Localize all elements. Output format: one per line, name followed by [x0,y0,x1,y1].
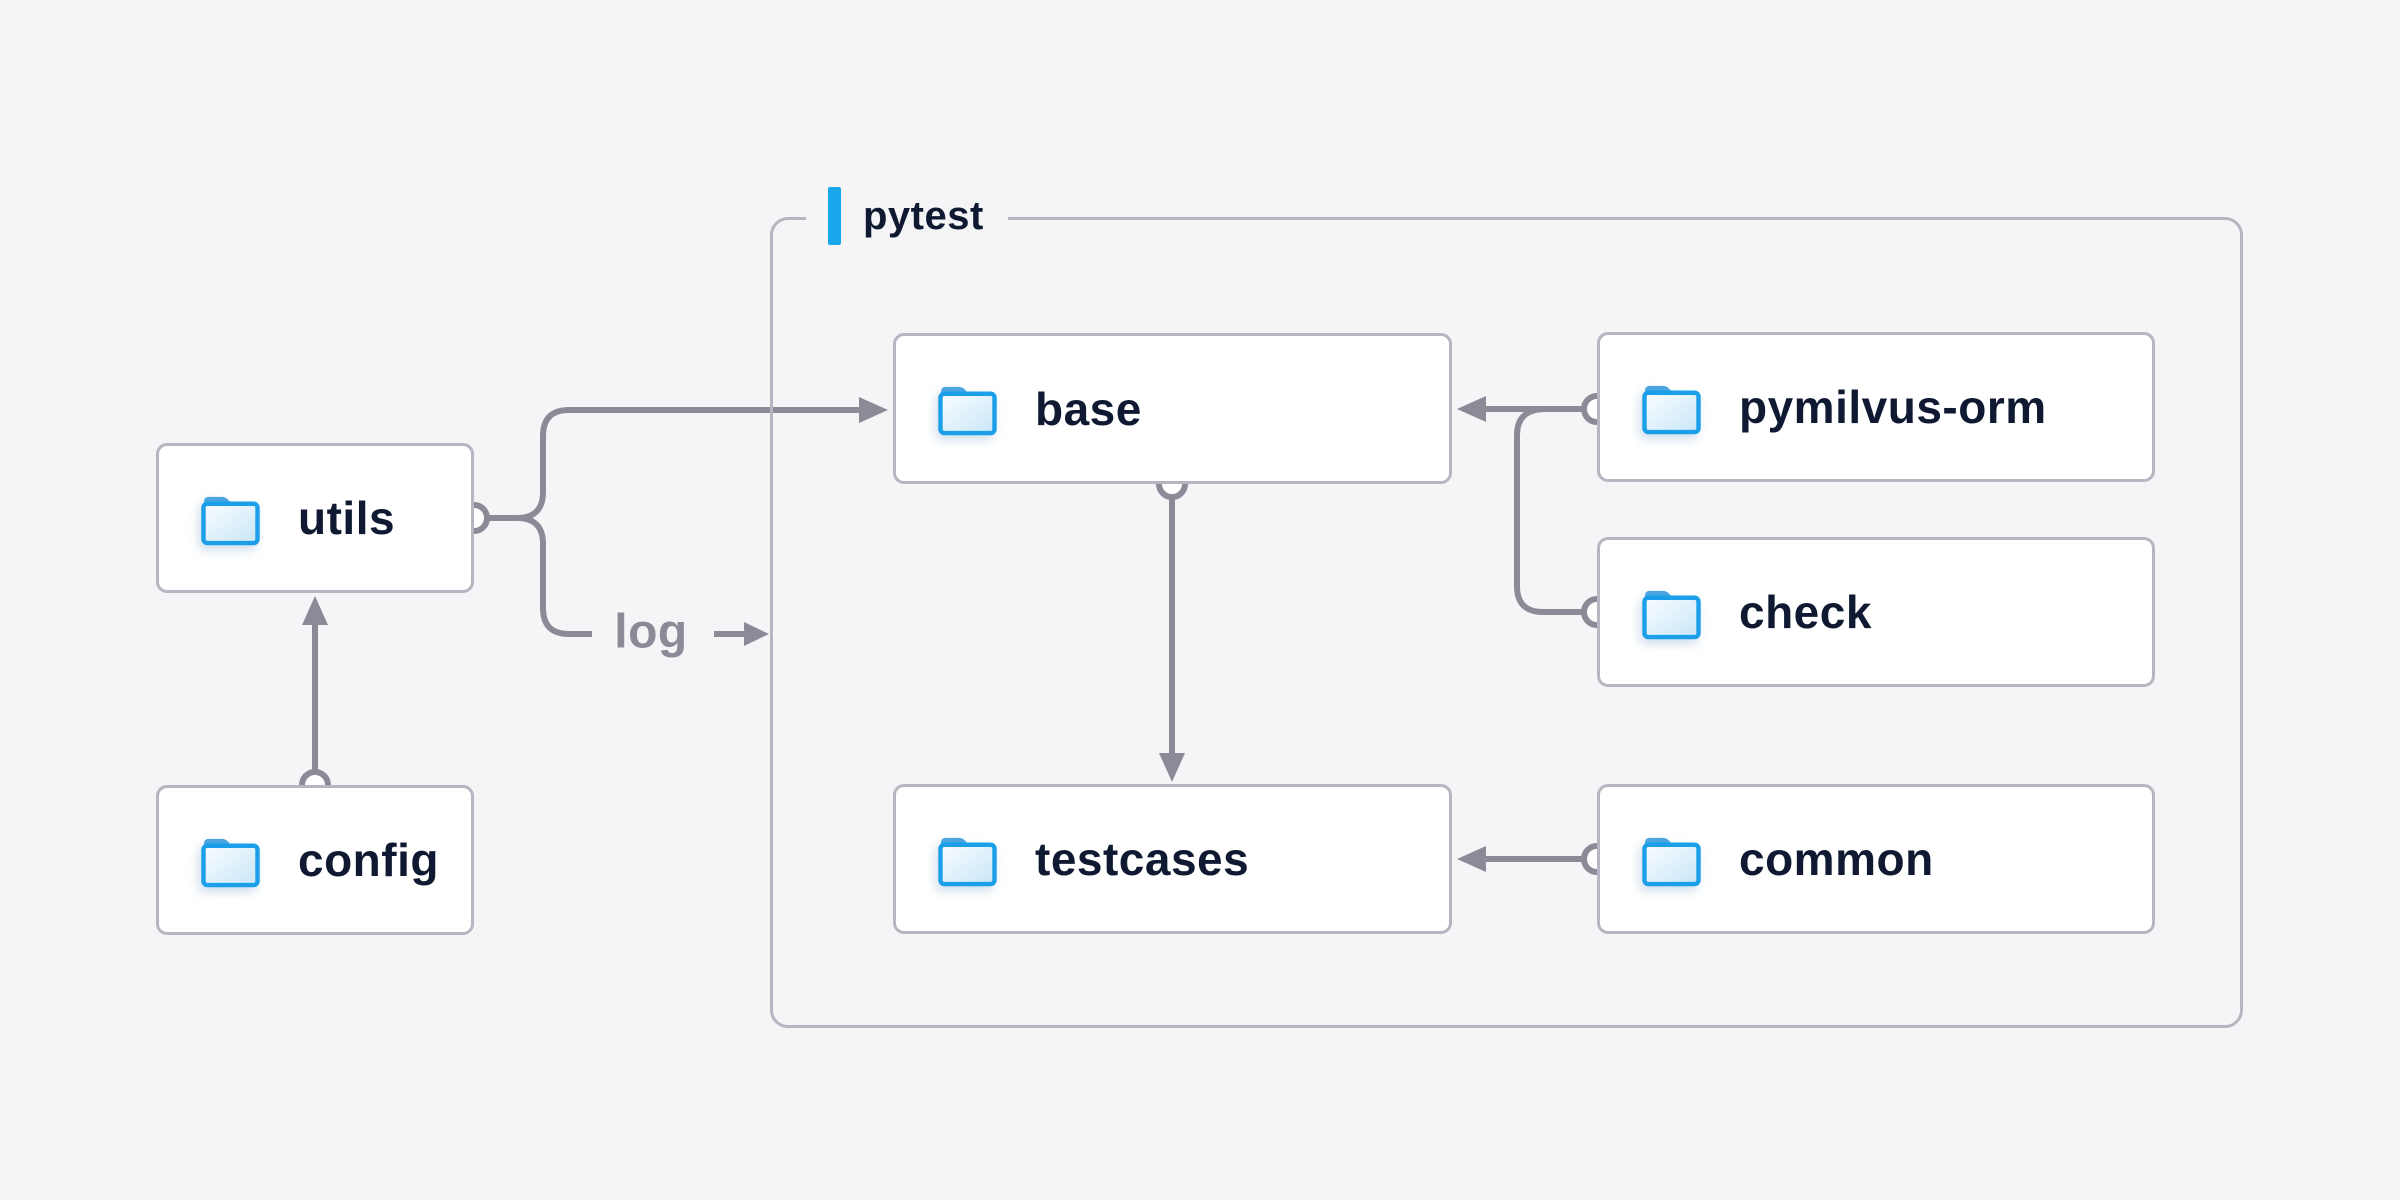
node-label: base [1035,382,1142,435]
accent-bar [828,187,841,245]
log-edge-label: log [614,605,688,659]
group-pytest-label: pytest [806,185,1008,247]
folder-icon [1640,832,1703,887]
folder-icon [199,491,262,546]
node-config: config [156,785,474,935]
edge-base-testcases [1159,499,1185,782]
folder-icon [1640,380,1703,435]
node-common: common [1597,784,2155,934]
folder-icon [936,381,999,436]
node-label: config [298,834,439,886]
node-label: pymilvus-orm [1739,381,2047,433]
node-pymilvus-orm: pymilvus-orm [1597,332,2155,482]
edge-common-testcases [1457,846,1582,872]
node-base: base [893,333,1452,484]
edge-check-base [1514,406,1582,615]
group-label-text: pytest [863,193,984,238]
node-label: common [1739,833,1934,885]
folder-icon [936,832,999,887]
edge-utils-log [489,515,769,646]
node-testcases: testcases [893,784,1452,934]
folder-icon [199,833,262,888]
edge-config-utils [302,596,328,770]
node-check: check [1597,537,2155,687]
node-label: utils [298,492,396,544]
node-label: testcases [1035,833,1250,885]
node-utils: utils [156,443,474,593]
group-pytest [770,217,2243,1028]
folder-icon [1640,585,1703,640]
node-label: check [1739,586,1872,638]
